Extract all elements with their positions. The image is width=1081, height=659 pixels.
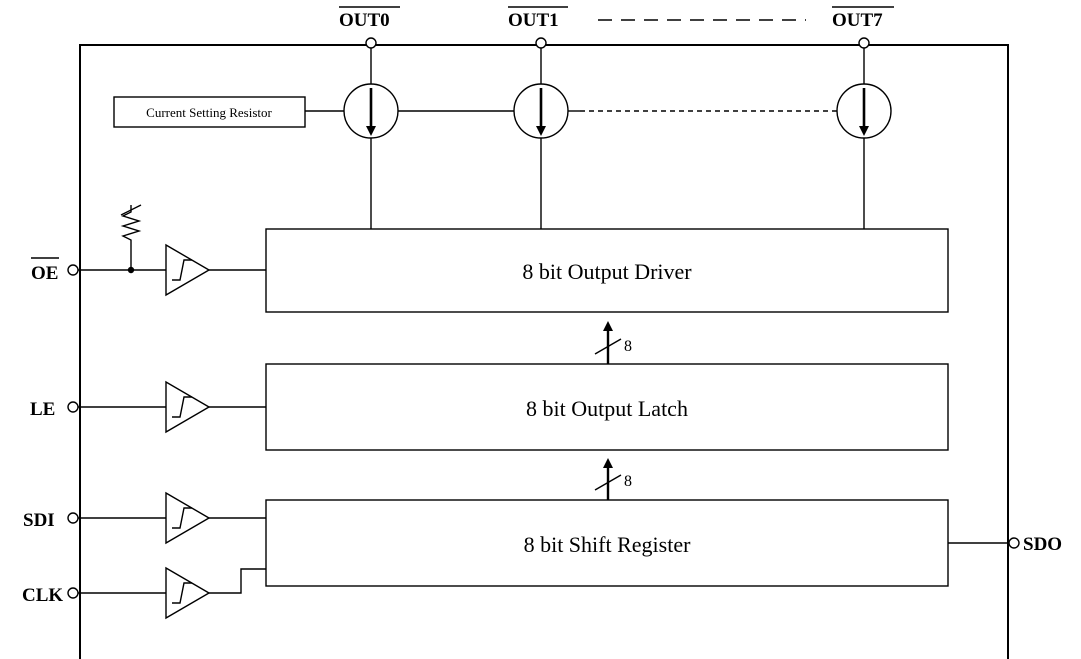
out1-label: OUT1 [508, 10, 559, 31]
out0-label: OUT0 [339, 10, 390, 31]
current-setting-resistor-label: Current Setting Resistor [146, 105, 272, 120]
oe-label: OE [31, 263, 58, 284]
bus-latch-to-driver: 8 [594, 321, 632, 364]
output-driver-block [265, 228, 949, 313]
input-pin-le: LE [30, 380, 266, 434]
output-pin-sdo: SDO [948, 534, 1062, 555]
clk-label: CLK [22, 585, 63, 606]
sdo-label: SDO [1023, 534, 1062, 555]
input-pin-oe: OE [31, 204, 266, 297]
input-pin-sdi: SDI [23, 491, 266, 545]
current-source-7 [836, 48, 892, 229]
clk-schmitt-buffer [165, 566, 211, 620]
sdi-schmitt-buffer [165, 491, 211, 545]
out7-label: OUT7 [832, 10, 883, 31]
sdi-label: SDI [23, 510, 55, 531]
current-source-1 [513, 48, 569, 229]
input-pin-clk: CLK [22, 566, 266, 620]
bus-width-latch-shift: 8 [624, 473, 632, 490]
output-pin-out7: OUT7 [832, 6, 894, 49]
output-pin-out0: OUT0 [339, 6, 400, 49]
oe-schmitt-buffer [165, 243, 211, 297]
bus-width-driver-latch: 8 [624, 338, 632, 355]
output-latch-block [265, 363, 949, 451]
bus-shift-to-latch: 8 [594, 458, 632, 500]
output-latch-label: 8 bit Output Latch [526, 396, 688, 421]
current-setting-resistor-box [113, 96, 306, 128]
output-pin-out1: OUT1 [508, 6, 568, 49]
pull-up-resistor [120, 205, 142, 247]
le-schmitt-buffer [165, 380, 211, 434]
output-driver-label: 8 bit Output Driver [522, 259, 692, 284]
current-source-0 [343, 48, 399, 229]
shift-register-label: 8 bit Shift Register [524, 532, 692, 557]
le-label: LE [30, 399, 55, 420]
